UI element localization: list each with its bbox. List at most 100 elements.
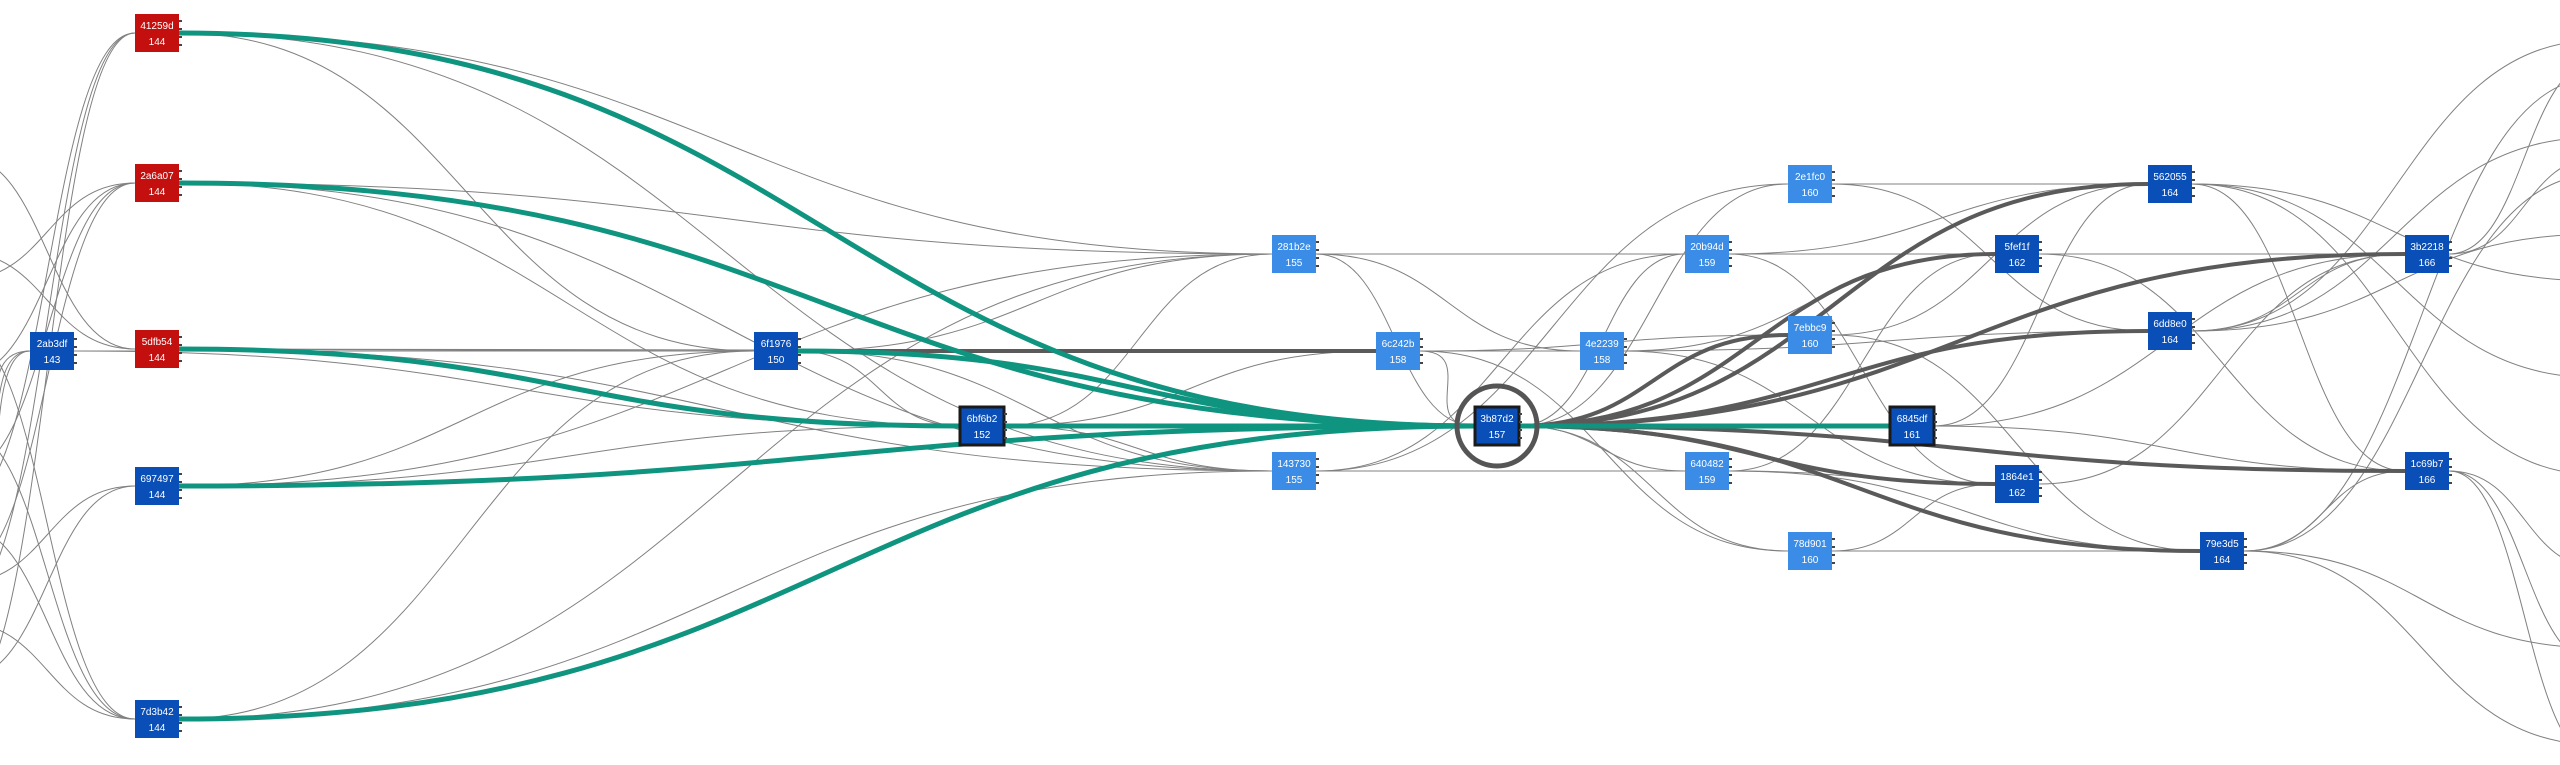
node-box[interactable] — [754, 332, 798, 370]
node-box[interactable] — [958, 405, 1006, 447]
edge — [1831, 334, 2201, 552]
node-box[interactable] — [1473, 405, 1521, 447]
node-box[interactable] — [1580, 332, 1624, 370]
node-box[interactable] — [1788, 316, 1832, 354]
edge — [1003, 253, 1273, 427]
node-port — [179, 730, 182, 732]
node-box[interactable] — [1272, 452, 1316, 490]
node-value-label: 144 — [149, 187, 166, 198]
node-box[interactable] — [1685, 452, 1729, 490]
edge — [1933, 183, 2149, 427]
bold-edge — [1518, 333, 1789, 428]
node-id-label: 5fef1f — [2004, 242, 2029, 253]
node-id-label: 2ab3df — [37, 339, 68, 350]
node-box[interactable] — [1788, 532, 1832, 570]
node-box[interactable] — [1685, 235, 1729, 273]
node-port — [1316, 249, 1319, 251]
node-box[interactable] — [2405, 452, 2449, 490]
node-box[interactable] — [1995, 465, 2039, 503]
node-id-label: 7ebbc9 — [1794, 323, 1827, 334]
edge — [1831, 183, 2149, 332]
node-id-label: 143730 — [1277, 459, 1311, 470]
node-value-label: 150 — [768, 355, 785, 366]
node-port — [179, 336, 182, 338]
edge — [1419, 350, 1789, 552]
selected-node-ring — [1454, 383, 1540, 469]
node-box[interactable] — [2405, 235, 2449, 273]
node-box[interactable] — [2200, 532, 2244, 570]
node-box[interactable] — [1995, 235, 2039, 273]
node-box[interactable] — [135, 14, 179, 52]
node-box[interactable] — [135, 164, 179, 202]
edge — [178, 350, 755, 487]
node-box[interactable] — [1272, 235, 1316, 273]
offscreen-edge — [0, 541, 136, 720]
node-box[interactable] — [135, 330, 179, 368]
edge — [2191, 183, 2406, 472]
edge — [2038, 253, 2406, 485]
offscreen-edge — [2243, 85, 2560, 552]
offscreen-edge — [0, 182, 136, 273]
node-box[interactable] — [135, 467, 179, 505]
node-port — [1624, 354, 1627, 356]
node-box[interactable] — [1376, 332, 1420, 370]
graph-node-6f1976[interactable]: 6f1976 150 — [754, 332, 801, 370]
node-port — [2039, 265, 2042, 267]
offscreen-edge — [0, 485, 136, 664]
node-value-label: 162 — [2009, 488, 2026, 499]
node-box[interactable] — [1788, 165, 1832, 203]
node-port — [1832, 562, 1835, 564]
node-port — [2192, 334, 2195, 336]
node-port — [1832, 546, 1835, 548]
node-port — [1729, 249, 1732, 251]
node-port — [1519, 437, 1522, 439]
node-port — [2039, 257, 2042, 259]
offscreen-edge — [0, 629, 136, 720]
node-id-label: 6f1976 — [761, 339, 792, 350]
edge — [178, 182, 1273, 472]
node-port — [798, 346, 801, 348]
node-box[interactable] — [135, 700, 179, 738]
node-port — [798, 338, 801, 340]
node-box[interactable] — [2148, 165, 2192, 203]
node-port — [1624, 362, 1627, 364]
node-port — [1934, 413, 1937, 415]
node-box[interactable] — [2148, 312, 2192, 350]
node-port — [1832, 187, 1835, 189]
node-box[interactable] — [30, 332, 74, 370]
node-port — [2039, 487, 2042, 489]
edge — [2038, 253, 2406, 472]
offscreen-edge — [0, 171, 136, 350]
node-port — [1420, 362, 1423, 364]
node-box[interactable] — [1888, 405, 1936, 447]
node-port — [1420, 338, 1423, 340]
node-port — [2192, 195, 2195, 197]
